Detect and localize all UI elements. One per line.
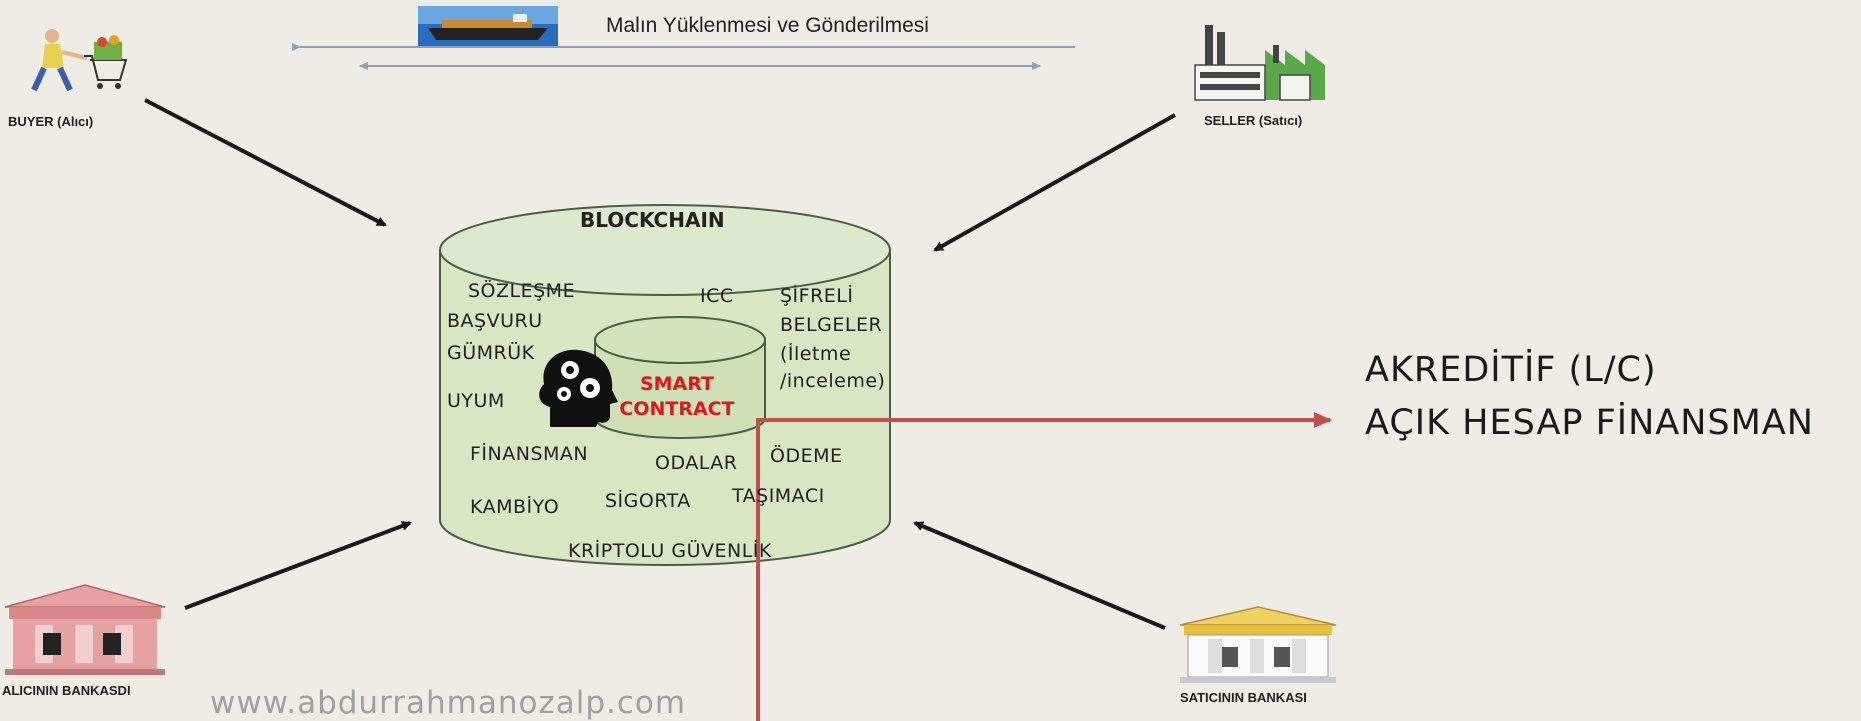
bank-icon	[1179, 606, 1337, 683]
buyer-arrow	[144, 98, 387, 227]
seller-bank-label: SATICININ BANKASI	[1180, 690, 1307, 705]
item-odeme: ÖDEME	[770, 445, 843, 467]
outcome-flow-line	[756, 412, 1332, 721]
item-gumruk: GÜMRÜK	[447, 342, 535, 364]
seller-bank-arrow	[913, 521, 1166, 630]
item-inceleme: /inceleme)	[780, 370, 886, 392]
seller-label: SELLER (Satıcı)	[1204, 113, 1303, 128]
item-basvuru: BAŞVURU	[447, 310, 543, 332]
smart-contract-cylinder	[594, 316, 766, 439]
smart-contract-line2: CONTRACT	[619, 398, 735, 420]
bank-icon	[4, 584, 166, 675]
item-odalar: ODALAR	[655, 452, 738, 474]
seller-arrow	[933, 113, 1176, 252]
outcome-lc: AKREDİTİF (L/C)	[1365, 350, 1657, 390]
outcome-open-account: AÇIK HESAP FİNANSMAN	[1365, 403, 1814, 443]
shipping-label: Malın Yüklenmesi ve Gönderilmesi	[606, 14, 929, 37]
item-sifreli: ŞİFRELİ	[780, 285, 854, 307]
cargo-ship-icon	[418, 6, 558, 46]
item-kriptolu: KRİPTOLU GÜVENLİK	[568, 540, 772, 562]
watermark: www.abdurrahmanozalp.com	[210, 685, 687, 721]
factory-icon	[1194, 25, 1325, 101]
buyer-label: BUYER (Alıcı)	[8, 114, 94, 129]
buyer-bank-arrow	[184, 521, 412, 610]
head-gears-icon	[539, 349, 618, 427]
smart-contract-line1: SMART	[639, 373, 715, 395]
item-uyum: UYUM	[447, 390, 505, 412]
smart-contract-label: SMART CONTRACT	[612, 372, 742, 422]
item-sigorta: SİGORTA	[605, 490, 691, 512]
buyer-bank-label: ALICININ BANKASDI	[2, 683, 131, 698]
item-finansman: FİNANSMAN	[470, 443, 589, 465]
item-belgeler: BELGELER	[780, 314, 883, 336]
item-kambiyo: KAMBİYO	[470, 496, 560, 518]
item-sozlesme: SÖZLEŞME	[468, 280, 576, 302]
shopper-cart-icon	[31, 29, 128, 92]
item-tasimaci: TAŞIMACI	[732, 485, 825, 507]
item-iletme: (İletme	[780, 343, 852, 365]
item-icc: ICC	[700, 285, 734, 307]
blockchain-title: BLOCKCHAIN	[580, 208, 725, 232]
